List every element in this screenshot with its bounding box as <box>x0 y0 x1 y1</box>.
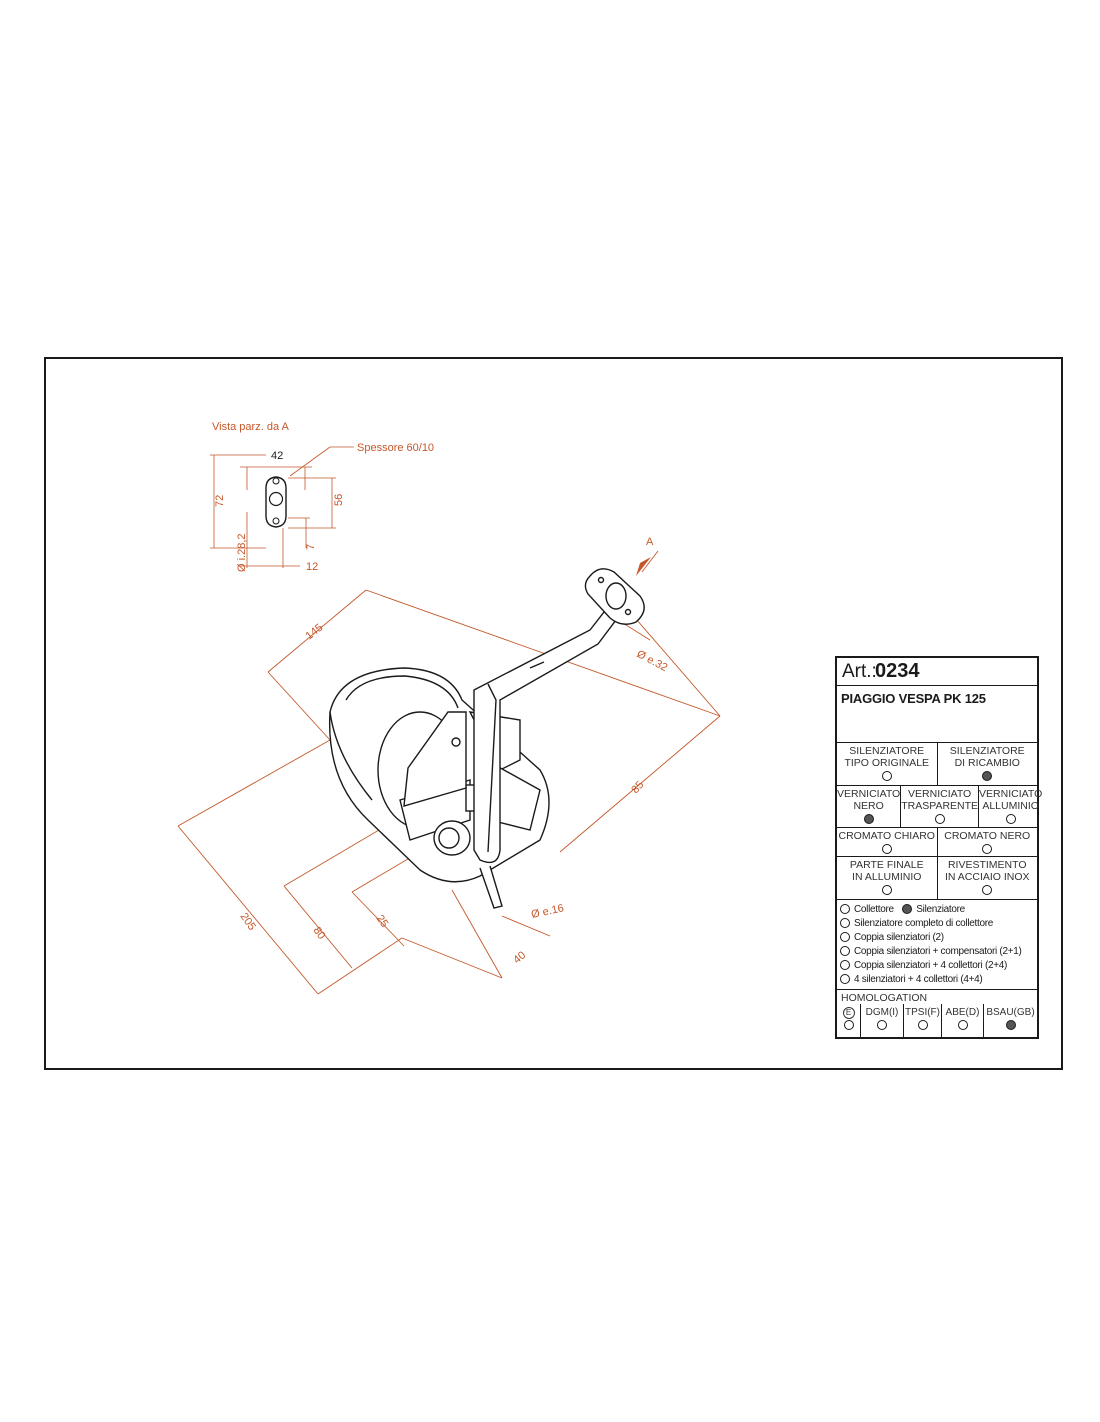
homologation-tpsi[interactable]: TPSI(F) <box>904 1004 942 1039</box>
detail-view-title: Vista parz. da A <box>212 421 290 433</box>
kit-option-single: Collettore Silenziatore <box>840 903 1037 917</box>
radio-selected[interactable] <box>982 770 993 781</box>
dim-42: 42 <box>271 450 283 462</box>
kit-option[interactable]: 4 silenziatori + 4 collettori (4+4) <box>840 973 1037 987</box>
option-cromato-nero[interactable]: CROMATO NERO <box>938 828 1038 856</box>
kit-options-list: Collettore Silenziatore Silenziatore com… <box>837 900 1037 990</box>
option-tipo-originale[interactable]: SILENZIATORE TIPO ORIGINALE <box>837 743 938 785</box>
option-rivestimento-inox[interactable]: RIVESTIMENTO IN ACCIAIO INOX <box>938 857 1038 899</box>
info-title-block: Art.: 0234 PIAGGIO VESPA PK 125 SILENZIA… <box>835 656 1042 1039</box>
radio-unselected[interactable] <box>934 813 945 824</box>
article-header: Art.: 0234 <box>837 658 1037 686</box>
type-row: SILENZIATORE TIPO ORIGINALE SILENZIATORE… <box>837 743 1037 786</box>
flange-bolt-hole-bottom <box>272 517 280 525</box>
radio-unselected[interactable] <box>982 843 993 854</box>
article-label: Art.: <box>842 661 877 682</box>
dim-40: 40 <box>511 949 528 966</box>
exhaust-pipe <box>473 583 627 864</box>
option-verniciato-alluminio[interactable]: VERNICIATO ALLUMINIO <box>979 786 1042 827</box>
option-verniciato-nero[interactable]: VERNICIATO NERO <box>837 786 902 827</box>
tail-pipe <box>479 865 503 909</box>
finish-row: PARTE FINALE IN ALLUMINIO RIVESTIMENTO I… <box>837 857 1037 900</box>
radio-unselected[interactable] <box>917 1020 928 1031</box>
radio-unselected[interactable] <box>877 1020 887 1031</box>
thickness-label: Spessore 60/10 <box>357 442 434 454</box>
article-number: 0234 <box>875 660 920 682</box>
dim-tail-diameter: Ø e.16 <box>530 902 565 921</box>
flange-bolt-hole-top <box>272 477 280 485</box>
radio-unselected[interactable] <box>1005 813 1016 824</box>
chrome-row: CROMATO CHIARO CROMATO NERO <box>837 828 1037 857</box>
kit-option[interactable]: Coppia silenziatori + compensatori (2+1) <box>840 945 1037 959</box>
dim-56: 56 <box>333 494 345 506</box>
homologation-dgm[interactable]: DGM(I) <box>861 1004 904 1039</box>
mounting-bracket <box>403 711 467 807</box>
dim-25: 25 <box>374 913 391 930</box>
dim-80: 80 <box>311 925 328 942</box>
option-verniciato-trasparente[interactable]: VERNICIATO TRASPARENTE <box>901 786 980 827</box>
radio-unselected[interactable] <box>957 1020 968 1031</box>
paint-row: VERNICIATO NERO VERNICIATO TRASPARENTE V… <box>837 786 1042 828</box>
dim-205: 205 <box>238 911 258 933</box>
radio-unselected[interactable] <box>881 884 892 895</box>
muffler-isometric-view: A 145 85 Ø e.32 205 80 25 40 Ø e.16 <box>177 536 721 995</box>
dim-12: 12 <box>306 561 318 573</box>
radio-unselected[interactable] <box>843 1020 854 1031</box>
model-section: PIAGGIO VESPA PK 125 <box>837 686 1037 743</box>
drawing-frame <box>44 357 1063 1070</box>
radio-unselected[interactable] <box>982 884 993 895</box>
dim-72: 72 <box>214 495 226 507</box>
e-mark-icon: E <box>842 1007 855 1019</box>
radio-unselected[interactable] <box>881 843 892 854</box>
option-cromato-chiaro[interactable]: CROMATO CHIARO <box>837 828 938 856</box>
radio-selected[interactable] <box>1005 1020 1016 1031</box>
dim-bore: Ø i.28,2 <box>236 533 248 572</box>
radio-collettore[interactable] <box>840 904 850 915</box>
option-di-ricambio[interactable]: SILENZIATORE DI RICAMBIO <box>938 743 1038 785</box>
option-parte-finale-alluminio[interactable]: PARTE FINALE IN ALLUMINIO <box>837 857 938 899</box>
radio-selected[interactable] <box>863 813 874 824</box>
homologation-bsau[interactable]: BSAU(GB) <box>984 1004 1037 1039</box>
kit-option[interactable]: Coppia silenziatori (2) <box>840 931 1037 945</box>
radio-unselected[interactable] <box>881 770 892 781</box>
homologation-e[interactable]: E <box>837 1004 861 1039</box>
view-a-label: A <box>646 536 654 548</box>
homologation-section: HOMOLOGATION E DGM(I) TPSI(F) ABE(D) BSA… <box>837 990 1037 1039</box>
radio-silenziatore[interactable] <box>902 904 913 915</box>
model-name: PIAGGIO VESPA PK 125 <box>841 691 986 706</box>
kit-option[interactable]: Silenziatore completo di collettore <box>840 917 1037 931</box>
homologation-abe[interactable]: ABE(D) <box>942 1004 984 1039</box>
homologation-label: HOMOLOGATION <box>841 992 928 1004</box>
flange-bore <box>268 491 284 507</box>
kit-option[interactable]: Coppia silenziatori + 4 collettori (2+4) <box>840 959 1037 973</box>
dim-7: 7 <box>305 544 317 550</box>
dim-85: 85 <box>629 779 646 796</box>
flange-detail-view: Vista parz. da A Spessore 60/10 42 72 56 <box>210 421 434 573</box>
view-a-arrow <box>636 557 651 576</box>
